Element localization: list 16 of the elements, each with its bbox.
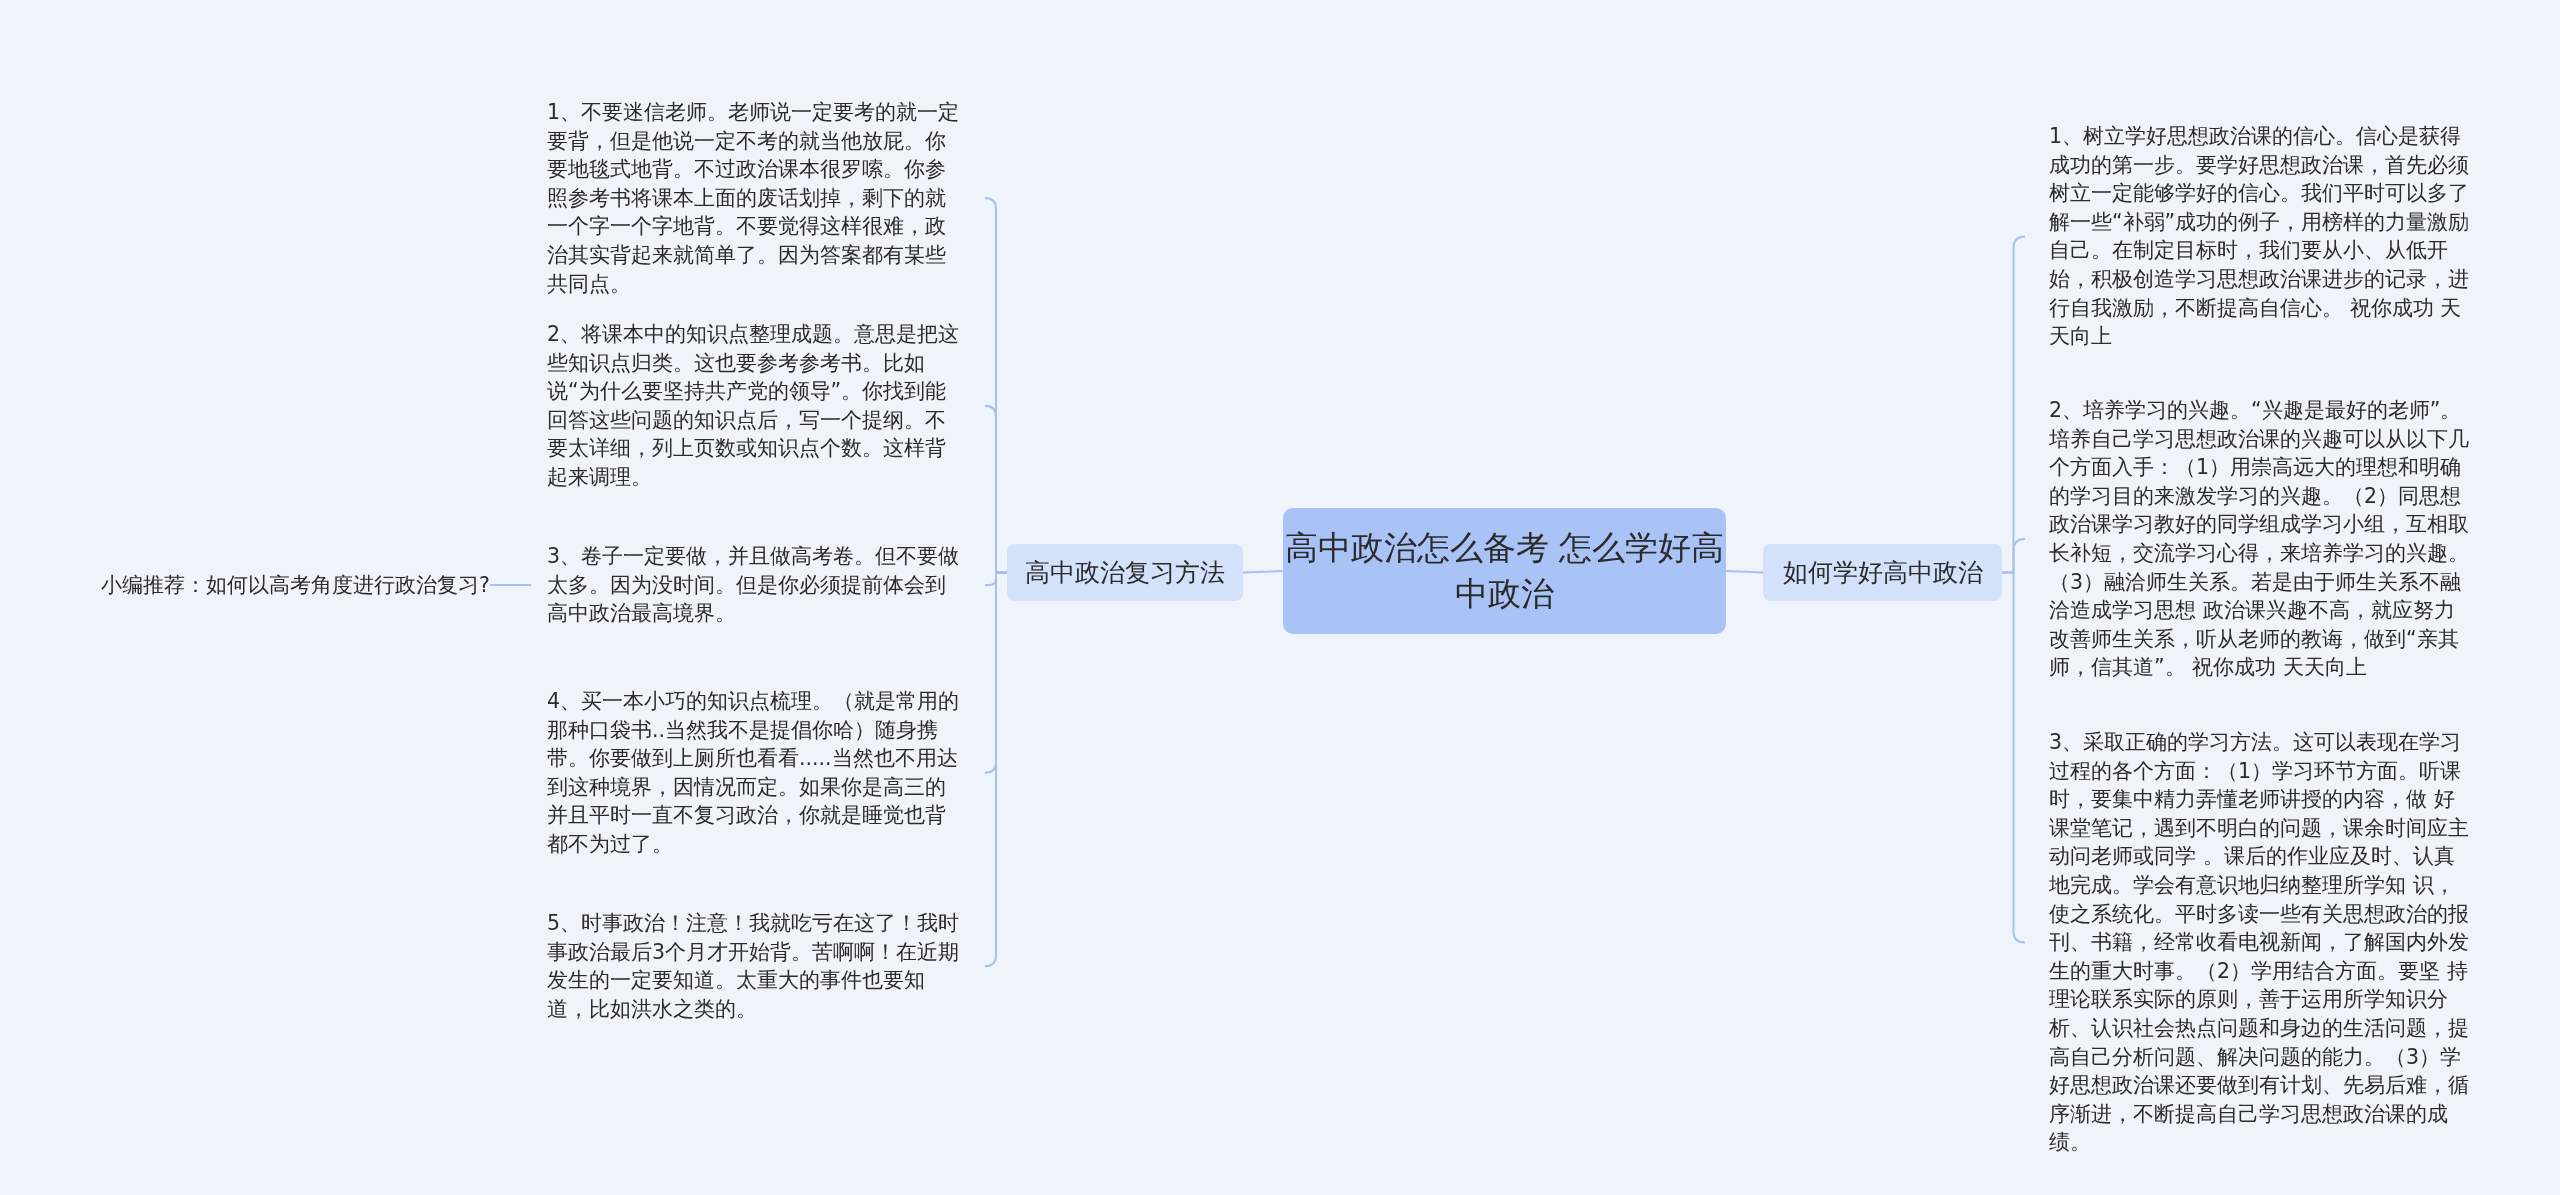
connector-line <box>1725 570 1764 574</box>
note-text: 3、卷子一定要做，并且做高考卷。但不要做太多。因为没时间。但是你必须提前体会到高中政治最高境界。 <box>531 542 985 628</box>
note-text: 2、将课本中的知识点整理成题。意思是把这些知识点归类。这也要参考参考书。比如说“为什么要坚持共产党的领导”。你找到能回答这些问题的知识点后，写一个提纲。不要太详细，列上页数或知识点个数。这样背起来调理。 <box>531 320 985 492</box>
note-text: 2、培养学习的兴趣。“兴趣是最好的老师”。培养自己学习思想政治课的兴趣可以从以下几个方面入手：（1）用崇高远大的理想和明确的学习目的来激发学习的兴趣。（2）同思想政治课学习教好的同学组成学习小组，互相取长补短，交流学习心得，来培养学习的兴趣。（3）融洽师生关系。若是由于师生关系不融洽造成学习思想 政治课兴趣不高，就应努力改善师生关系，听从老师的教诲，做到“亲其师，信其道”。 祝你成功 天天向上 <box>2025 396 2470 682</box>
note-text: 1、不要迷信老师。老师说一定要考的就一定要背，但是他说一定不考的就当他放屁。你要地毯式地背。不过政治课本很罗嗦。你参照参考书将课本上面的废话划掉，剩下的就一个字一个字地背。不要觉得这样很难，政治其实背起来就简单了。因为答案都有某些共同点。 <box>531 98 985 299</box>
connector-line <box>489 583 532 586</box>
connector-line <box>1242 570 1284 574</box>
note-text: 小编推荐：如何以高考角度进行政治复习? <box>90 570 490 600</box>
note-text: 1、树立学好思想政治课的信心。信心是获得成功的第一步。要学好思想政治课，首先必须树立一定能够学好的信心。我们平时可以多了解一些“补弱”成功的例子，用榜样的力量激励自己。在制定目标时，我们要从小、从低开始，积极创造学习思想政治课进步的记录，进行自我激励，不断提高自信心。 祝你成功 天天向上 <box>2025 122 2470 351</box>
note-text: 5、时事政治！注意！我就吃亏在这了！我时事政治最后3个月才开始背。苦啊啊！在近期发生的一定要知道。太重大的事件也要知道，比如洪水之类的。 <box>531 909 985 1024</box>
connector-line <box>2001 571 2026 944</box>
note-text: 4、买一本小巧的知识点梳理。（就是常用的那种口袋书..当然我不是提倡你哈）随身携带。你要做到上厕所也看看.....当然也不用达到这种境界，因情况而定。如果你是高三的并且平时一直不复习政治，你就是睡觉也背都不为过了。 <box>531 687 985 859</box>
branch-box: 如何学好高中政治 <box>1763 544 2002 601</box>
topic-box: 高中政治怎么备考 怎么学好高中政治 <box>1283 508 1726 634</box>
note-text: 3、采取正确的学习方法。这可以表现在学习过程的各个方面：（1）学习环节方面。听课时，要集中精力弄懂老师讲授的内容，做 好课堂笔记，遇到不明白的问题，课余时间应主动问老师或同学 。课后的作业应及时、认真地完成。学会有意识地归纳整理所学知 识，使之系统化。平时多读一些有关思想政治的报刊、书籍，经常收看电视新闻，了解国内外发生的重大时事。（2）学用结合方面。要坚 持理论联系实际的原则，善于运用所学知识分析、认识社会热点问题和身边的生活问题，提高自己分析问题、解决问题的能力。（3）学好思想政治课还要做到有计划、先易后难，循序渐进，不断提高自己学习思想政治课的成绩。 <box>2025 728 2470 1157</box>
branch-box: 高中政治复习方法 <box>1007 544 1243 601</box>
